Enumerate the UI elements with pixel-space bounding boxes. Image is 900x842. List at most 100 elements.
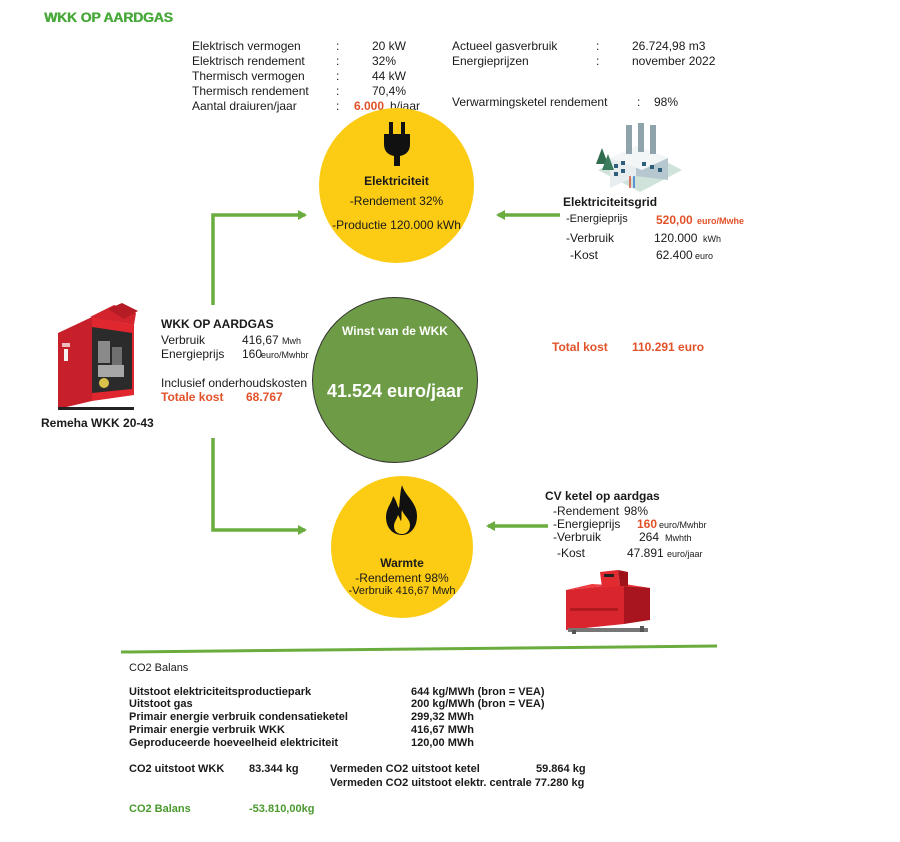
- wkk-totale-value: 68.767: [246, 390, 283, 404]
- cv-label: -Verbruik: [553, 530, 602, 544]
- spec-label: Thermisch vermogen: [192, 69, 305, 83]
- electricity-productie: -Productie 120.000 kWh: [332, 218, 461, 232]
- arrow-wkk-to-heat: [211, 438, 307, 535]
- spec-sep: :: [596, 39, 600, 53]
- co2-row-label: Primair energie verbruik WKK: [129, 724, 285, 736]
- co2-row-label: Uitstoot gas: [129, 698, 193, 710]
- grid-title: Elektriciteitsgrid: [563, 195, 658, 209]
- co2-row-label: Geproduceerde hoeveelheid elektriciteit: [129, 737, 339, 749]
- grid-row: -Verbruik 120.000 kWh: [566, 231, 766, 246]
- spec-row: Energieprijzen : november 2022: [452, 54, 732, 69]
- co2-rows: Uitstoot elektriciteitsproductiepark 644…: [129, 685, 629, 755]
- spec-value: 20 kW: [372, 39, 407, 53]
- cv-unit: euro/jaar: [667, 549, 703, 559]
- specs-right: Actueel gasverbruik : 26.724,98 m3 Energ…: [452, 39, 732, 69]
- cv-label: -Kost: [557, 546, 586, 560]
- wkk-inclusief: Inclusief onderhoudskosten: [161, 376, 308, 390]
- co2-row-label: Primair energie verbruik condensatiekete…: [129, 711, 348, 723]
- co2-row-value: 299,32 MWh: [411, 711, 474, 723]
- cv-row: -Kost 47.891 euro/jaar: [553, 546, 753, 561]
- arrow-wkk-to-electricity: [211, 210, 307, 305]
- spec-value: 44 kW: [372, 69, 407, 83]
- co2-row-value: 644 kg/MWh (bron = VEA): [411, 686, 545, 698]
- grid-value: 62.400: [656, 248, 693, 262]
- spec-label: Elektrisch vermogen: [192, 39, 301, 53]
- grid-label: -Verbruik: [566, 231, 615, 245]
- grid-row: -Kost 62.400 euro: [566, 248, 766, 263]
- cv-title: CV ketel op aardgas: [545, 489, 660, 503]
- cv-row: -Energieprijs 160 euro/Mwhbr: [553, 517, 753, 532]
- spec-value: 26.724,98 m3: [632, 39, 706, 53]
- spec-label: Actueel gasverbruik: [452, 39, 558, 53]
- wkk-row: Verbruik 416,67 Mwh: [161, 333, 321, 348]
- warmte-verbruik: -Verbruik 416,67 Mwh: [348, 585, 456, 597]
- grid-row: -Energieprijs 520,00 euro/Mwhe: [566, 213, 766, 228]
- wkk-value: 416,67: [242, 333, 279, 347]
- wkk-title: WKK OP AARDGAS: [161, 317, 274, 331]
- spec-row: Actueel gasverbruik : 26.724,98 m3: [452, 39, 732, 54]
- winst-title: Winst van de WKK: [342, 324, 448, 338]
- co2-balans-value: -53.810,00kg: [249, 803, 315, 815]
- boiler-rendement-value: 98%: [654, 95, 679, 109]
- co2-balans-label: CO2 Balans: [129, 803, 191, 815]
- electricity-rendement: -Rendement 32%: [349, 194, 444, 208]
- factory-icon: [596, 120, 682, 192]
- cv-label: -Rendement: [553, 504, 620, 518]
- warmte-rendement: -Rendement 98%: [355, 571, 449, 585]
- wkk-unit: Mwh: [282, 336, 302, 346]
- grid-value: 120.000: [654, 231, 698, 245]
- divider-line: [120, 644, 718, 654]
- specs-left: Elektrisch vermogen : 20 kW Elektrisch r…: [192, 39, 432, 114]
- cv-boiler-image: [566, 570, 650, 634]
- spec-row: Thermisch vermogen : 44 kW: [192, 69, 432, 84]
- co2-row-label: Uitstoot elektriciteitsproductiepark: [129, 686, 312, 698]
- spec-value: november 2022: [632, 54, 716, 68]
- wkk-device-name: Remeha WKK 20-43: [41, 416, 154, 430]
- cv-row: -Verbruik 264 Mwhth: [553, 530, 753, 545]
- total-kost-value: 110.291 euro: [632, 340, 705, 354]
- spec-label: Thermisch rendement: [192, 84, 309, 98]
- flame-icon: [386, 485, 417, 535]
- wkk-unit-image: [58, 303, 138, 410]
- spec-sep: :: [336, 99, 340, 113]
- co2-vermeden-ketel-label: Vermeden CO2 uitstoot ketel: [330, 763, 480, 775]
- cv-value: 264: [639, 530, 660, 544]
- spec-row: Elektrisch vermogen : 20 kW: [192, 39, 432, 54]
- page-title: WKK OP AARDGAS: [44, 9, 173, 25]
- grid-unit: kWh: [703, 234, 721, 244]
- spec-row: Elektrisch rendement : 32%: [192, 54, 432, 69]
- grid-label: -Energieprijs: [566, 213, 628, 225]
- co2-vermeden-centrale: Vermeden CO2 uitstoot elektr. centrale 7…: [330, 777, 585, 789]
- cv-value: 98%: [624, 504, 649, 518]
- spec-value: 32%: [372, 54, 397, 68]
- electricity-title: Elektriciteit: [364, 174, 429, 188]
- cv-label: -Energieprijs: [553, 517, 621, 531]
- co2-row-value: 120,00 MWh: [411, 737, 474, 749]
- total-kost-label: Total kost: [552, 340, 608, 354]
- winst-circle: Winst van de WKK 41.524 euro/jaar: [312, 297, 478, 463]
- co2-wkk-label: CO2 uitstoot WKK: [129, 763, 225, 775]
- wkk-label: Verbruik: [161, 333, 206, 347]
- cv-row: -Rendement 98%: [553, 504, 753, 519]
- winst-value: 41.524 euro/jaar: [326, 381, 464, 401]
- grid-unit: euro: [695, 251, 714, 261]
- wkk-row: Energieprijs 160 euro/Mwhbr: [161, 347, 321, 362]
- boiler-rendement-label: Verwarmingsketel rendement: [452, 95, 608, 109]
- spec-label: Aantal draiuren/jaar: [192, 99, 297, 113]
- spec-sep: :: [596, 54, 600, 68]
- grid-label: -Kost: [570, 248, 599, 262]
- co2-wkk-value: 83.344 kg: [249, 763, 299, 775]
- wkk-value: 160: [242, 347, 263, 361]
- co2-vermeden-ketel-value: 59.864 kg: [536, 763, 586, 775]
- co2-row-value: 416,67 MWh: [411, 724, 474, 736]
- spec-sep: :: [336, 54, 340, 68]
- spec-row: Thermisch rendement : 70,4%: [192, 84, 432, 99]
- cv-value: 47.891: [627, 546, 664, 560]
- boiler-rendement-sep: :: [637, 95, 641, 109]
- grid-value: 520,00: [656, 213, 693, 227]
- spec-label: Elektrisch rendement: [192, 54, 305, 68]
- spec-sep: :: [336, 69, 340, 83]
- grid-unit: euro/Mwhe: [697, 216, 745, 226]
- plug-icon: [384, 122, 410, 166]
